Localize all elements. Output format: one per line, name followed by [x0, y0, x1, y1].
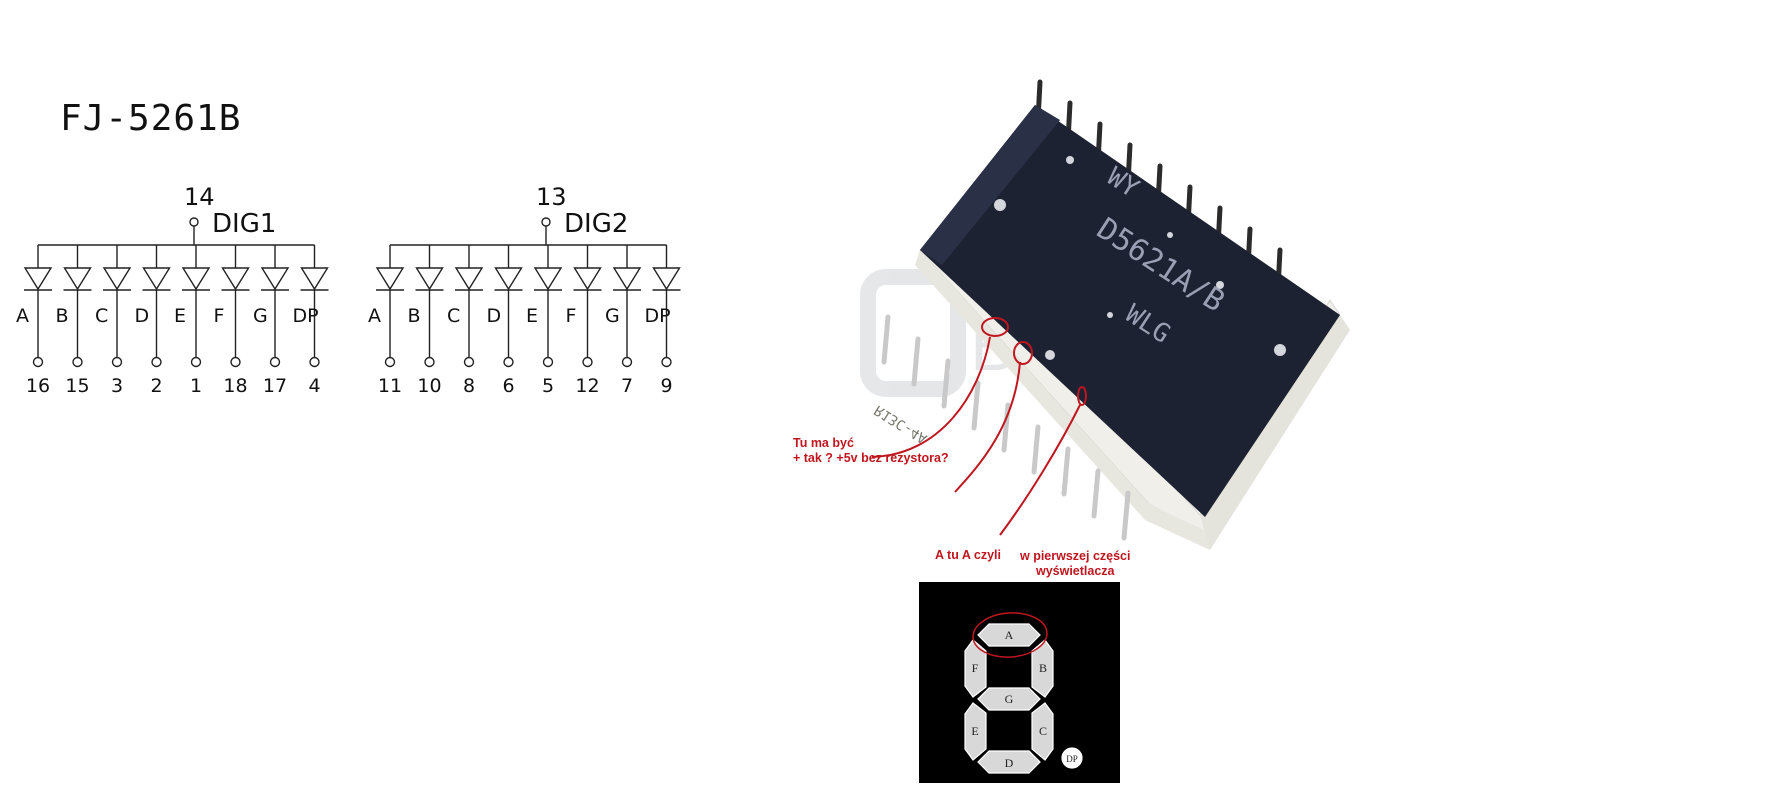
annotation-first-digit: w pierwszej części wyświetlacza: [1020, 549, 1131, 578]
pinout-schematic: 14DIG1A16B15C3D2E1F18G17DP413DIG2A11B10C…: [16, 183, 681, 397]
pin-number: 10: [417, 375, 441, 397]
pin-number: 3: [111, 375, 123, 397]
digit-label: DIG2: [564, 209, 628, 239]
arrow-3: [999, 404, 1081, 536]
common-pin-number: 13: [536, 183, 567, 211]
segment-label: B: [56, 305, 69, 327]
segment-label: G: [253, 305, 268, 327]
pin-bottom: [1031, 424, 1041, 475]
segment-label: B: [408, 305, 421, 327]
segment-dp: [1061, 747, 1083, 769]
segment-a: [977, 623, 1041, 647]
red-circle-pin-3: [1077, 386, 1087, 406]
display-casing-bottom: [915, 250, 1215, 550]
segment-label: E: [174, 305, 186, 327]
segment-d-label: D: [1005, 756, 1014, 770]
segment-dp-label: DP: [1066, 754, 1078, 764]
segment-label: A: [368, 305, 381, 327]
segment-label: DP: [293, 305, 319, 327]
annotation-power-note: Tu ma być + tak ? +5v bez rezystora?: [793, 436, 949, 465]
segment-diode: DP 4: [293, 245, 329, 397]
red-circle-segment-a: [972, 612, 1048, 658]
seven-segment-diagram: A B C D E F G DP: [919, 582, 1120, 783]
pin-number: 11: [378, 375, 402, 397]
common-pin-number: 14: [184, 183, 215, 211]
pin-number: 2: [150, 375, 162, 397]
segment-label: D: [487, 305, 502, 327]
pin-number: 5: [542, 375, 554, 397]
pin-bottom: [1001, 402, 1011, 453]
common-pin-node: [541, 217, 551, 227]
segment-label: F: [566, 305, 577, 327]
display-face: [920, 105, 1340, 517]
segment-b-label: B: [1039, 661, 1047, 675]
pin-bottom: [1061, 446, 1071, 497]
red-circle-pin-1: [981, 317, 1009, 337]
segment-e-label: E: [971, 724, 978, 738]
segment-diode: G7: [605, 245, 642, 397]
segment-diode: E5: [526, 245, 563, 397]
pin-number: 17: [263, 375, 287, 397]
pin-number: 8: [463, 375, 475, 397]
segment-diode: B 15: [56, 245, 92, 397]
segment-g: [977, 687, 1041, 711]
digit-label: DIG1: [212, 209, 276, 239]
segment-diode: C3: [95, 245, 132, 397]
segment-d: [977, 750, 1041, 774]
segment-diode: DP 9: [645, 245, 681, 397]
segment-label: E: [526, 305, 538, 327]
segment-diode: F 12: [566, 245, 602, 397]
pin-number: 18: [223, 375, 247, 397]
segment-label: F: [214, 305, 225, 327]
segment-c: [1031, 702, 1054, 761]
segment-diode: C8: [447, 245, 484, 397]
pin-number: 7: [621, 375, 633, 397]
pin-number: 1: [190, 375, 202, 397]
segment-diode: D6: [487, 245, 523, 397]
pin-number: 16: [26, 375, 50, 397]
segment-diode: B 10: [408, 245, 444, 397]
common-pin-node: [189, 217, 199, 227]
segment-f: [964, 639, 987, 698]
segment-label: DP: [645, 305, 671, 327]
segment-label: C: [95, 305, 108, 327]
annotation-segment-a: A tu A czyli: [935, 548, 1001, 562]
segment-f-label: F: [972, 661, 979, 675]
segment-label: D: [135, 305, 150, 327]
pin-bottom: [881, 314, 891, 365]
segment-g-label: G: [1005, 692, 1014, 706]
segment-label: G: [605, 305, 620, 327]
pin-number: 12: [575, 375, 599, 397]
pin-bottom: [941, 358, 951, 409]
segment-e: [964, 702, 987, 761]
pin-bottom: [1091, 468, 1101, 519]
pin-bottom: [911, 336, 921, 387]
segment-a-label: A: [1005, 628, 1014, 642]
segment-diode: E1: [174, 245, 211, 397]
arrow-1: [871, 336, 991, 458]
pin-bottom: [1121, 490, 1131, 541]
segment-c-label: C: [1039, 724, 1047, 738]
pin-number: 6: [502, 375, 514, 397]
display-photo: Botland D5621A/B WY WLG R13C-4A: [860, 79, 1350, 550]
segment-label: A: [16, 305, 29, 327]
segment-diode: A 11: [368, 245, 405, 397]
pin-bottom: [971, 380, 981, 431]
arrow-2: [954, 361, 1021, 493]
segment-diode: G 17: [253, 245, 290, 397]
pin-number: 4: [308, 375, 320, 397]
pin-number: 15: [65, 375, 89, 397]
pin-number: 9: [660, 375, 672, 397]
red-circle-pin-2: [1013, 341, 1033, 365]
segment-diode: A 16: [16, 245, 53, 397]
segment-diode: D2: [135, 245, 171, 397]
segment-diode: F 18: [214, 245, 250, 397]
part-number-title: FJ-5261B: [60, 98, 242, 139]
segment-label: C: [447, 305, 460, 327]
